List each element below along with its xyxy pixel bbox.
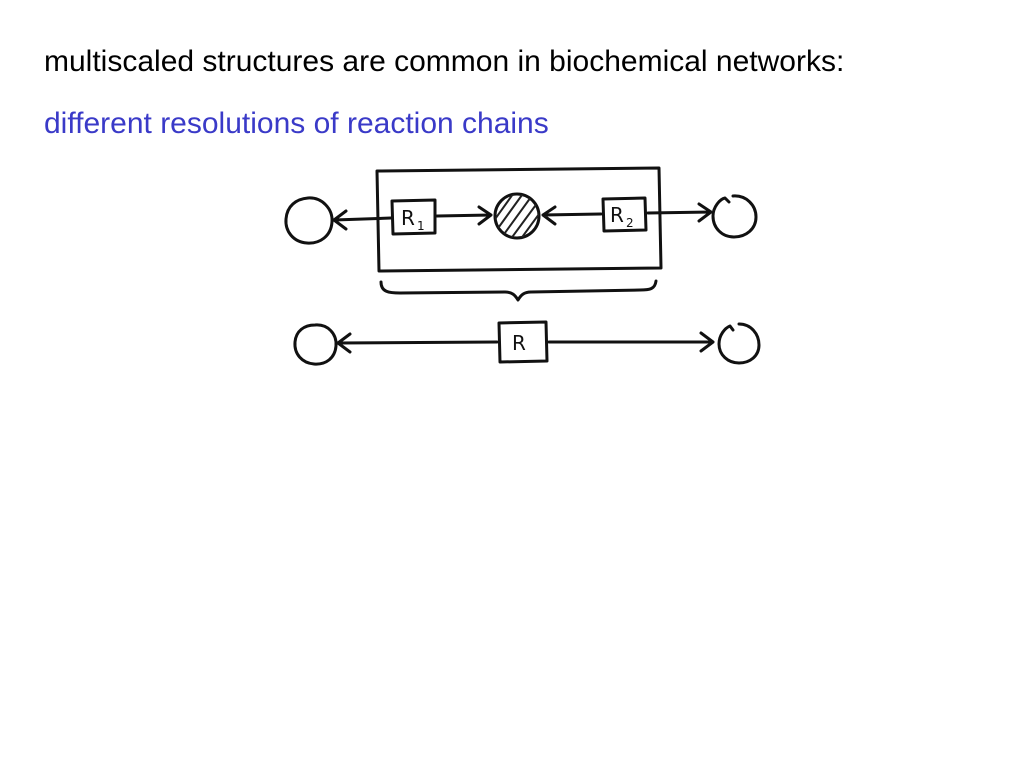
slide-title: multiscaled structures are common in bio…	[44, 45, 845, 78]
arrow-r2-to-right-species	[646, 202, 713, 223]
detailed-chain: R 1 R 2	[284, 166, 758, 273]
reaction-r2-index: 2	[626, 216, 634, 230]
reaction-r1-letter: R	[401, 206, 415, 230]
arrow-r2-to-intermediate	[541, 205, 603, 226]
coarse-chain: R	[293, 320, 761, 366]
coarse-left-species-node	[293, 323, 338, 366]
coarse-graining-brace	[379, 279, 658, 302]
reaction-r-box: R	[497, 320, 549, 364]
reaction-r2-letter: R	[610, 203, 624, 227]
reaction-r1-index: 1	[417, 219, 425, 233]
reaction-r1-box: R 1	[390, 198, 437, 236]
right-species-node	[711, 194, 758, 239]
coarse-right-species-node	[717, 322, 761, 365]
arrow-r-to-left-species	[336, 332, 499, 354]
intermediate-species-node	[493, 192, 541, 240]
arrow-r1-to-left-species	[332, 209, 393, 231]
reaction-r2-box: R 2	[601, 196, 648, 233]
arrow-r-to-right-species	[547, 331, 715, 353]
reaction-r-letter: R	[512, 331, 526, 355]
enclosing-box	[375, 166, 663, 273]
slide-subtitle: different resolutions of reaction chains	[44, 107, 549, 140]
left-species-node	[284, 196, 334, 245]
arrow-r1-to-intermediate	[435, 205, 493, 226]
